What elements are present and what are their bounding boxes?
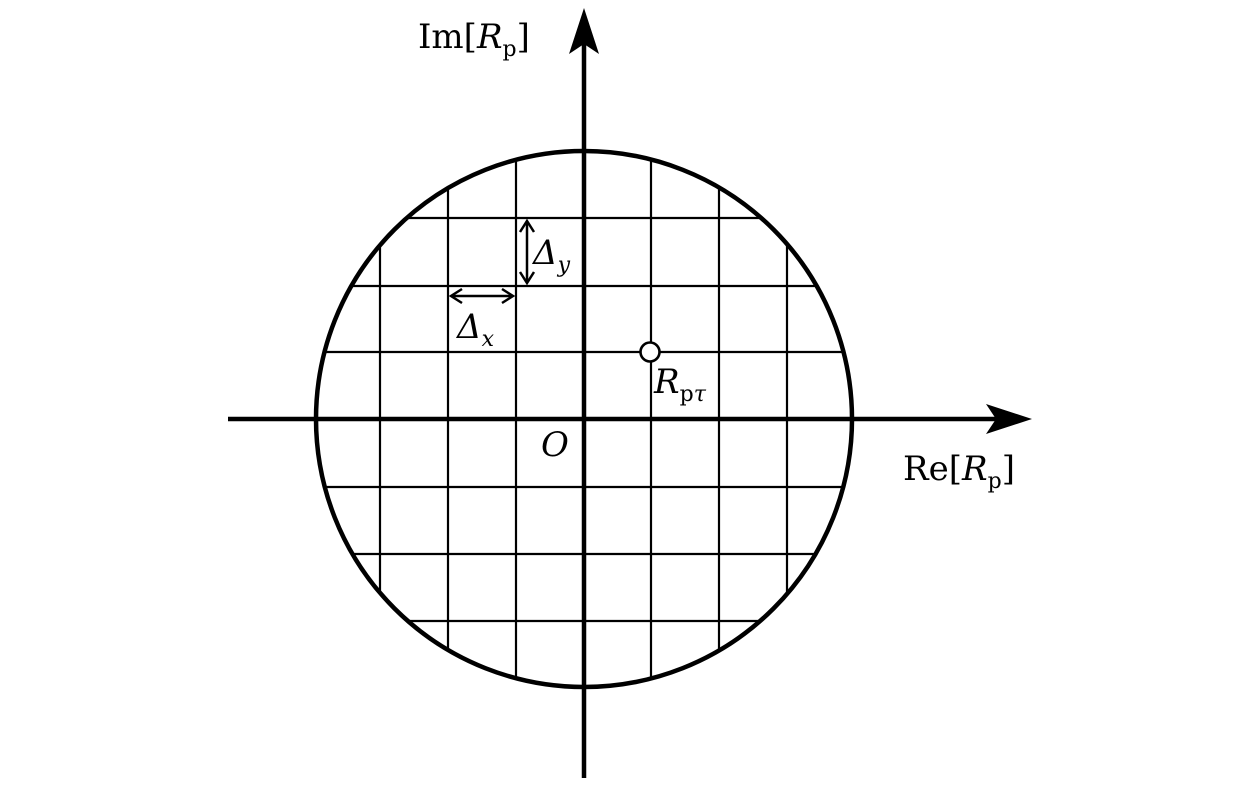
sample-point-label: Rpτ — [654, 362, 706, 407]
origin-label: O — [541, 425, 569, 465]
delta-x-arrow — [448, 287, 516, 305]
sample-point — [639, 341, 661, 363]
re-axis-label: Re[Rp] — [903, 449, 1015, 494]
im-axis-label: Im[Rp] — [418, 17, 530, 62]
delta-x-label: Δx — [457, 307, 494, 352]
x-axis-arrowhead — [986, 404, 1032, 434]
delta-y-label: Δy — [533, 233, 570, 278]
delta-y-arrow — [518, 218, 536, 286]
y-axis-arrowhead — [569, 8, 599, 54]
